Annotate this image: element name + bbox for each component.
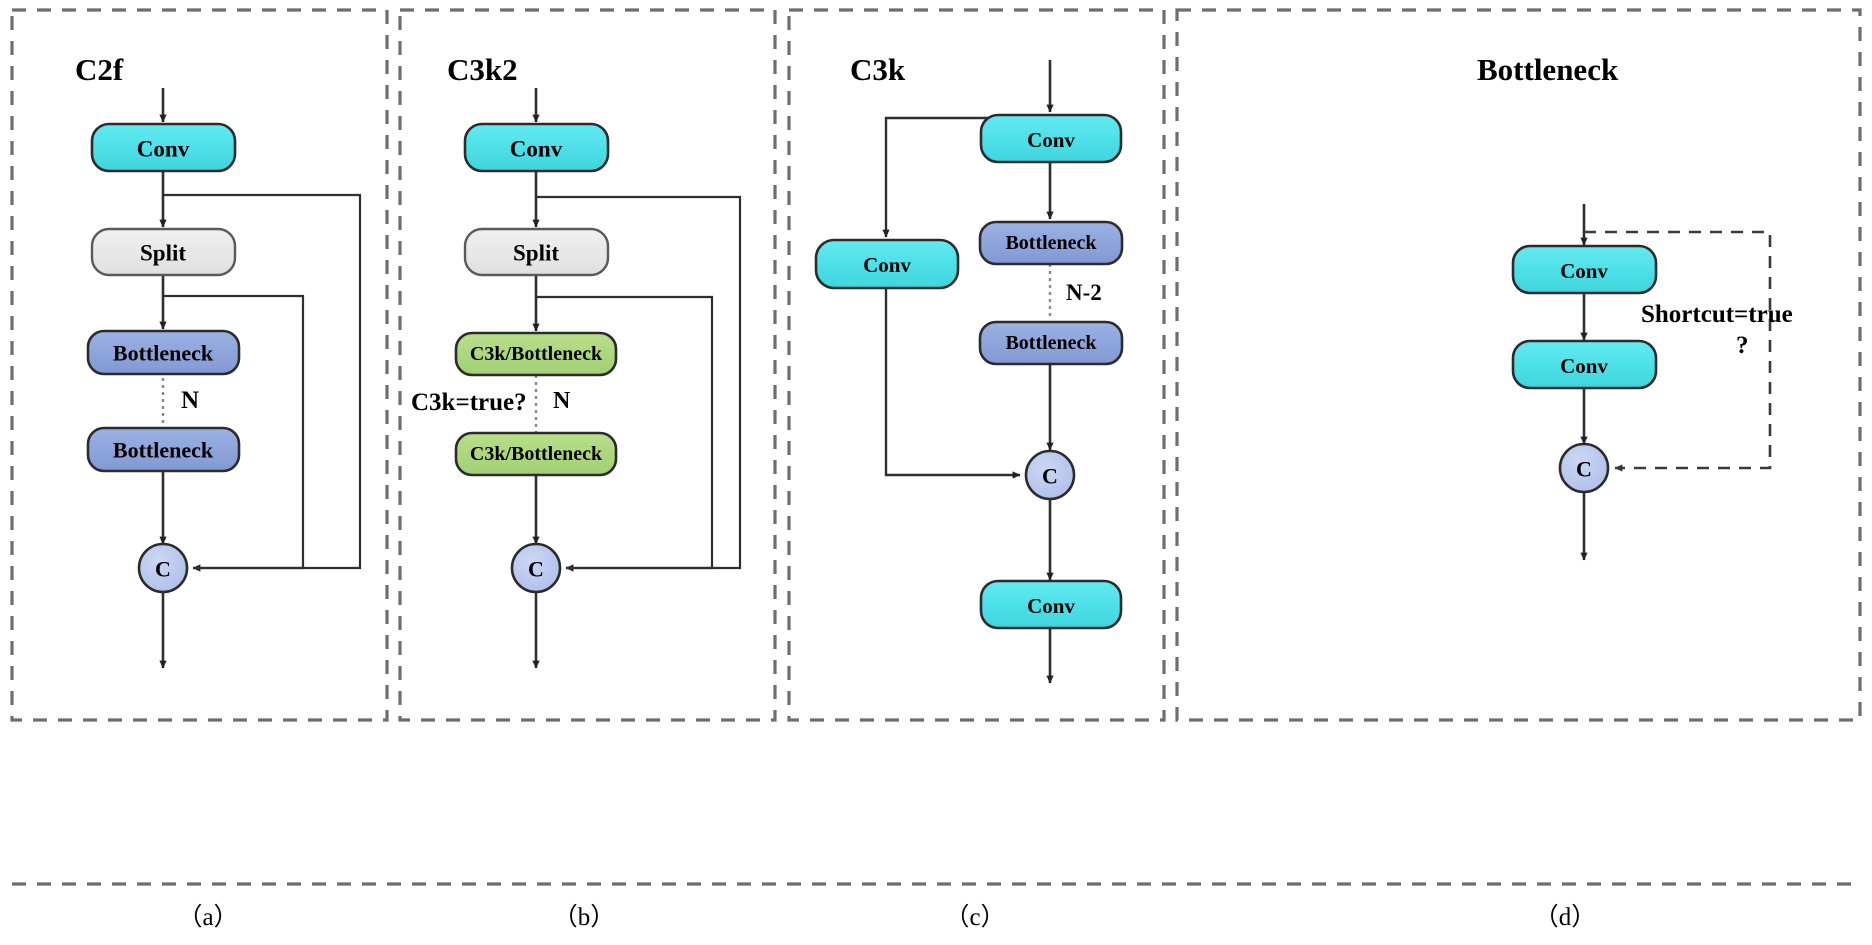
panel-c-title: C3k <box>850 52 906 87</box>
panel-d-node-conv-1[interactable]: Conv <box>1511 244 1658 295</box>
panel-c-node-bottleneck-1[interactable]: Bottleneck <box>978 220 1124 266</box>
panel-b: C3k2 C3k=true? N Conv Split C3k/Bottlene… <box>411 52 742 669</box>
panel-c-node-conv-out-label: Conv <box>1027 594 1075 618</box>
panel-a-node-split-label: Split <box>140 241 186 266</box>
edge-skip-inner <box>163 294 305 570</box>
panel-b-edges <box>532 88 742 669</box>
panel-b-c3k-condition-label: C3k=true? <box>411 389 527 416</box>
panel-d-shortcut-label-line2: ? <box>1736 332 1749 359</box>
panel-a-node-bottleneck-2[interactable]: Bottleneck <box>86 426 241 473</box>
panel-c-node-bottleneck-1-label: Bottleneck <box>1005 232 1097 254</box>
panel-b-node-c3k-bottleneck-1[interactable]: C3k/Bottleneck <box>454 331 618 377</box>
panel-c-node-concat-label: C <box>1042 464 1058 489</box>
panel-c-repeat-label: N-2 <box>1066 280 1102 305</box>
edge-convbranch-to-concat <box>884 289 1021 479</box>
panel-a-node-conv[interactable]: Conv <box>90 122 237 173</box>
panel-d-node-conv-2-label: Conv <box>1560 354 1608 378</box>
panel-d-node-concat[interactable]: C <box>1558 442 1610 494</box>
panel-d-title: Bottleneck <box>1477 52 1619 87</box>
panel-a-edges <box>159 88 362 669</box>
panel-a-node-concat[interactable]: C <box>137 542 189 594</box>
panel-c-node-conv-top-label: Conv <box>1027 128 1075 152</box>
edge-shortcut-dashed <box>1584 230 1772 472</box>
panel-b-node-concat[interactable]: C <box>510 542 562 594</box>
panel-b-repeat-label: N <box>553 388 571 414</box>
caption-d: （d） <box>1534 903 1597 931</box>
panel-a-node-conv-label: Conv <box>137 137 190 162</box>
panel-d-node-conv-1-label: Conv <box>1560 259 1608 283</box>
panel-b-title: C3k2 <box>447 52 518 87</box>
panel-a-title: C2f <box>75 52 124 87</box>
panel-a: C2f N Conv Split Bottleneck <box>75 52 362 669</box>
panel-b-node-split-label: Split <box>513 241 559 266</box>
edge-skip-inner <box>536 295 714 570</box>
panel-c-node-bottleneck-2-label: Bottleneck <box>1005 332 1097 354</box>
panel-frames <box>10 8 1862 722</box>
panel-d-node-conv-2[interactable]: Conv <box>1511 339 1658 390</box>
panel-c-node-conv-branch[interactable]: Conv <box>814 238 960 290</box>
panel-a-node-bottleneck-2-label: Bottleneck <box>113 438 214 463</box>
panel-b-node-c3k-bottleneck-1-label: C3k/Bottleneck <box>470 343 603 365</box>
panel-d-frame <box>1175 8 1862 722</box>
caption-c: （c） <box>944 903 1005 931</box>
panel-c-node-concat[interactable]: C <box>1024 449 1076 501</box>
panel-b-node-split[interactable]: Split <box>463 227 610 277</box>
panel-c-node-bottleneck-2[interactable]: Bottleneck <box>978 320 1124 366</box>
panel-c-node-conv-top[interactable]: Conv <box>979 113 1123 164</box>
panel-a-node-bottleneck-1[interactable]: Bottleneck <box>86 329 241 376</box>
panel-b-node-c3k-bottleneck-2-label: C3k/Bottleneck <box>470 443 603 465</box>
panel-c-frame <box>787 8 1166 722</box>
panel-d-shortcut-label-line1: Shortcut=true <box>1641 301 1793 328</box>
panel-a-frame <box>10 8 389 722</box>
panel-b-frame <box>398 8 777 722</box>
panel-a-repeat-label: N <box>181 387 199 414</box>
panel-b-node-conv-label: Conv <box>510 137 563 162</box>
panel-a-node-split[interactable]: Split <box>90 227 237 277</box>
panel-d: Bottleneck Shortcut=true ? Conv Conv C <box>1477 52 1793 561</box>
panel-c: C3k N-2 Conv Conv Bottleneck <box>814 52 1124 684</box>
panel-c-node-conv-out[interactable]: Conv <box>979 579 1123 630</box>
panel-b-node-concat-label: C <box>528 557 544 582</box>
panel-a-node-bottleneck-1-label: Bottleneck <box>113 341 214 366</box>
panel-b-node-conv[interactable]: Conv <box>463 122 610 173</box>
caption-a: （a） <box>177 903 238 931</box>
panel-c-node-conv-branch-label: Conv <box>863 253 911 277</box>
panel-d-node-concat-label: C <box>1576 457 1592 482</box>
caption-b: （b） <box>553 903 616 931</box>
panel-a-node-concat-label: C <box>155 557 171 582</box>
panel-b-node-c3k-bottleneck-2[interactable]: C3k/Bottleneck <box>454 431 618 477</box>
